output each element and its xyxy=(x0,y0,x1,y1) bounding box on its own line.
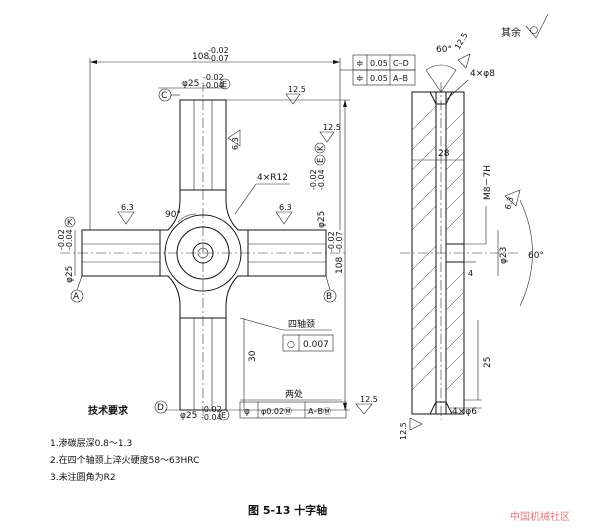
sym-cd-value: 0.05 xyxy=(370,59,388,68)
side-dia-23: φ23 xyxy=(499,247,509,264)
dim-phi25-left: φ25 xyxy=(65,266,75,283)
dim-phi25-bottom-tol-l: -0.04 xyxy=(201,413,222,422)
sym-cd-datum: C–D xyxy=(393,59,409,68)
side-dim-28: 28 xyxy=(438,149,450,159)
datum-A: A xyxy=(73,292,80,302)
datum-C: C xyxy=(161,91,167,101)
tech-title: 技术要求 xyxy=(88,404,129,417)
section-hatching xyxy=(411,105,465,391)
dim-108-tol-lower: -0.07 xyxy=(208,54,229,63)
dim-phi25-left-tol-u: -0.02 xyxy=(57,229,66,250)
roundness-symbol: ○ xyxy=(287,340,295,350)
side-angle-top: 60° xyxy=(436,45,452,55)
dim-108-v-tol-l: -0.07 xyxy=(335,231,344,252)
roughness-top: 12.5 xyxy=(288,85,306,94)
datum-K-left-circle xyxy=(64,216,76,228)
datum-E-right: E xyxy=(316,158,325,163)
side-roughness-top: 12.5 xyxy=(453,31,470,51)
position-frame xyxy=(239,401,347,419)
datum-E-bottom: E xyxy=(221,411,226,420)
dim-phi25-right-tol-l: -0.04 xyxy=(317,169,326,190)
roundness-label: 四轴颈 xyxy=(288,318,315,330)
oil-hole xyxy=(192,242,214,264)
other-surfaces-label: 其余 xyxy=(501,26,521,39)
roughness-right: 12.5 xyxy=(323,123,341,132)
front-view: 108 -0.02 -0.07 φ25 -0.02 -0.04 E C 12.5… xyxy=(57,46,378,422)
datum-E-top-circle xyxy=(219,78,231,90)
radius-label: 4×R12 xyxy=(257,173,288,183)
side-holes-bottom: 4×φ6 xyxy=(452,407,477,417)
roundness-value: 0.007 xyxy=(303,340,329,350)
dim-phi25-top-tol-u: -0.02 xyxy=(203,73,224,82)
dim-phi25-right-tol-u: -0.02 xyxy=(309,169,318,190)
datum-K-left: K xyxy=(67,218,73,227)
side-roughness-right: 6.3 xyxy=(503,196,515,211)
side-thread: M8－7H xyxy=(483,165,493,200)
dim-phi25-top: φ25 xyxy=(182,79,199,89)
datum-D: D xyxy=(157,403,164,413)
position-symbol: φ xyxy=(244,407,250,417)
sym-ab-symbol: ≑ xyxy=(356,74,364,84)
side-dim-4: 4 xyxy=(468,269,473,278)
datum-B: B xyxy=(326,292,332,302)
dim-phi25-right: φ25 xyxy=(317,211,327,228)
side-view: 60° 12.5 4×φ8 28 M8－7H φ23 60° 6.3 4 25 … xyxy=(399,31,544,440)
roughness-top-journal: 6.3 xyxy=(231,137,240,150)
center-hub xyxy=(159,189,249,319)
dim-phi25-bottom: φ25 xyxy=(180,411,197,421)
tech-requirements: 技术要求 1.渗碳层深0.8～1.3 2.在四个轴颈上淬火硬度58～63HRC … xyxy=(50,404,199,483)
position-value: φ0.02Ⓜ xyxy=(261,407,292,416)
dim-108-value: 108 xyxy=(192,52,209,62)
position-datum: A–BⓂ xyxy=(308,407,331,416)
dim-108-v: 108 xyxy=(335,257,345,274)
dim-108-v-tol-u: -0.02 xyxy=(327,231,336,252)
tech-item-2: 2.在四个轴颈上淬火硬度58～63HRC xyxy=(50,454,199,466)
roughness-note: 其余 xyxy=(501,13,549,39)
hub-circle-mid xyxy=(176,226,230,280)
datum-K-right: K xyxy=(316,145,325,151)
side-holes-top: 4×φ8 xyxy=(470,69,495,79)
angle-90: 90° xyxy=(165,210,181,220)
sym-frame-ab xyxy=(352,69,416,86)
side-dim-25: 25 xyxy=(483,357,493,368)
tech-item-1: 1.渗碳层深0.8～1.3 xyxy=(50,437,132,449)
dim-108-tol-upper: -0.02 xyxy=(208,46,229,55)
side-roughness-bottom: 12.5 xyxy=(399,422,408,440)
sym-cd-symbol: ≑ xyxy=(356,59,364,69)
roughness-left-journal: 6.3 xyxy=(121,203,134,212)
datum-K-right-circle xyxy=(314,142,326,154)
symmetry-frames: ≑ 0.05 C–D ≑ 0.05 A–B xyxy=(340,54,416,86)
position-label: 两处 xyxy=(285,388,303,400)
side-angle-right: 60° xyxy=(528,251,544,261)
watermark: 中国机械社区 xyxy=(510,510,570,523)
sym-ab-value: 0.05 xyxy=(370,74,388,83)
thread-hole xyxy=(445,243,465,263)
roundness-frame xyxy=(282,334,334,352)
datum-D-circle xyxy=(154,400,168,414)
dim-phi25-left-tol-l: -0.04 xyxy=(65,229,74,250)
dim-30: 30 xyxy=(248,350,258,362)
datum-E-top: E xyxy=(222,80,227,89)
roughness-right-journal: 6.3 xyxy=(279,203,292,212)
sym-ab-datum: A–B xyxy=(393,74,408,83)
dim-phi25-top-tol-l: -0.04 xyxy=(203,81,224,90)
roughness-bottom: 12.5 xyxy=(360,395,378,404)
dim-phi25-bottom-tol-u: -0.02 xyxy=(201,405,222,414)
oil-hole-inner xyxy=(197,247,209,259)
datum-E-bottom-circle xyxy=(218,409,230,421)
datum-E-right-circle xyxy=(314,154,326,166)
figure-caption: 图 5-13 十字轴 xyxy=(248,503,327,517)
tech-item-3: 3.未注圆角为R2 xyxy=(50,471,116,483)
hub-circle-outer xyxy=(164,214,242,292)
